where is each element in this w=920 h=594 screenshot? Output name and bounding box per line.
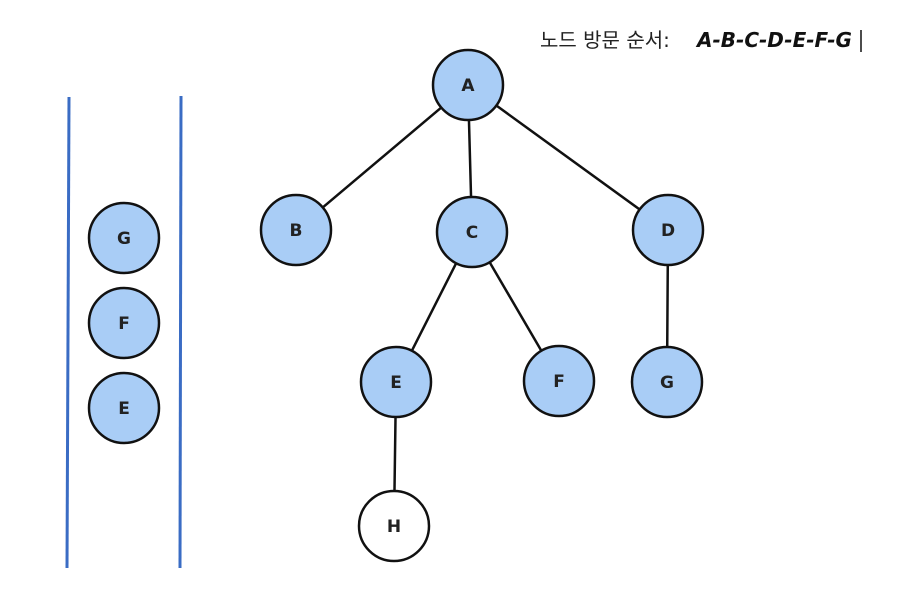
tree-node-a: A (431, 48, 505, 122)
tree-node-e-circle (359, 345, 433, 419)
tree-node-g: G (630, 345, 704, 419)
tree-node-h-label: H (387, 517, 401, 537)
tree-node-b: B (259, 193, 333, 267)
tree-node-h: H (357, 489, 431, 563)
edge-c-f (488, 260, 543, 353)
edge-a-d (495, 104, 641, 211)
queue-item-g-circle (87, 201, 161, 275)
tree-node-a-label: A (461, 76, 475, 96)
tree-node-c-label: C (466, 223, 478, 243)
edge-e-h (393, 415, 397, 493)
tree-node-c: C (435, 195, 509, 269)
tree-node-d-label: D (661, 221, 675, 241)
queue-item-f-label: F (118, 314, 130, 334)
tree-node-f-label: F (553, 372, 565, 392)
queue-item-e: E (87, 371, 161, 445)
edge-a-c (467, 118, 473, 199)
tree-node-e: E (359, 345, 433, 419)
queue-item-g: G (87, 201, 161, 275)
queue-item-g-label: G (117, 229, 131, 249)
tree-node-a-circle (431, 48, 505, 122)
tree-node-d: D (631, 193, 705, 267)
visit-order: 노드 방문 순서: A-B-C-D-E-F-G (540, 28, 862, 52)
queue-item-f: F (87, 286, 161, 360)
edge-c-e (410, 261, 458, 353)
queue-item-e-label: E (118, 399, 130, 419)
tree-node-g-circle (630, 345, 704, 419)
tree-node-b-circle (259, 193, 333, 267)
queue-item-f-circle (87, 286, 161, 360)
visit-order-value: A-B-C-D-E-F-G (695, 28, 852, 52)
tree-node-d-circle (631, 193, 705, 267)
queue-right-wall (178, 95, 183, 569)
tree: A B C D E F G H (259, 48, 705, 563)
tree-node-f-circle (522, 344, 596, 418)
tree-node-c-circle (435, 195, 509, 269)
tree-node-b-label: B (290, 221, 303, 241)
edge-d-g (665, 263, 670, 349)
tree-node-f: F (522, 344, 596, 418)
queue-left-wall (65, 96, 71, 569)
tree-node-h-circle (357, 489, 431, 563)
tree-node-e-label: E (390, 373, 402, 393)
queue: G F E (65, 95, 183, 569)
tree-node-g-label: G (660, 373, 674, 393)
queue-item-e-circle (87, 371, 161, 445)
visit-order-label: 노드 방문 순서: (540, 28, 670, 52)
edge-a-b (321, 106, 443, 209)
